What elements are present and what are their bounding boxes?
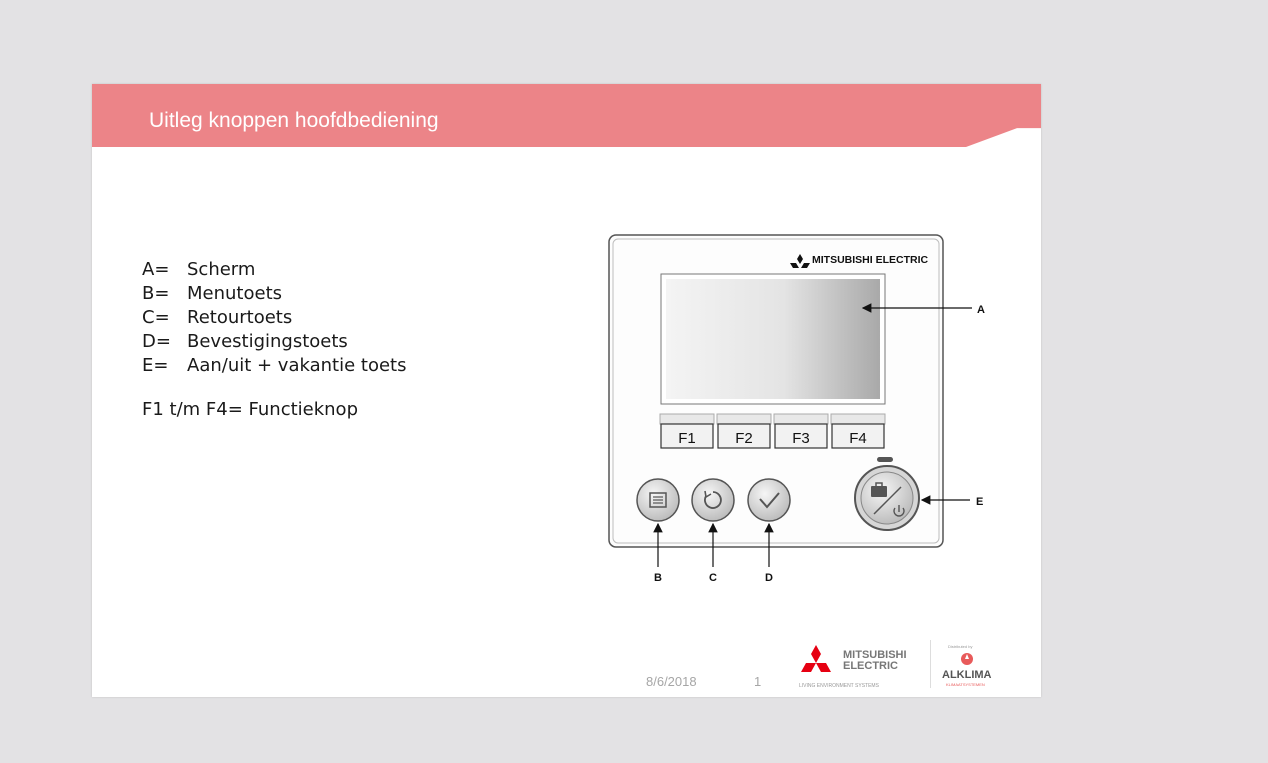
alklima-tagline: KLIMAATSYSTEMEN <box>946 682 985 687</box>
mitsubishi-logo-tagline: LIVING ENVIRONMENT SYSTEMS <box>799 683 880 689</box>
mitsubishi-logo-line1: MITSUBISHI <box>843 649 907 661</box>
function-key-label: F1 <box>678 430 696 447</box>
menu-button[interactable] <box>636 478 680 522</box>
function-key-label: F2 <box>735 430 753 447</box>
legend-key: C= <box>142 307 170 328</box>
callout-screen: A <box>977 304 985 316</box>
mitsubishi-logo-line2: ELECTRIC <box>843 660 898 672</box>
legend-item: D= Bevestigingstoets <box>142 330 406 354</box>
slide: Uitleg knoppen hoofdbediening A= Scherm … <box>92 84 1041 697</box>
legend-item: E= Aan/uit + vakantie toets <box>142 354 406 378</box>
callout-menu: B <box>654 572 662 584</box>
button-legend: A= Scherm B= Menutoets C= Retourtoets D=… <box>142 258 406 422</box>
legend-item: B= Menutoets <box>142 282 406 306</box>
function-key-label: F3 <box>792 430 810 447</box>
callout-power: E <box>976 496 983 508</box>
power-led <box>877 457 893 462</box>
legend-key: D= <box>142 331 171 352</box>
callout-return: C <box>709 572 717 584</box>
suitcase-icon <box>871 482 887 497</box>
footer-date: 8/6/2018 <box>646 674 697 689</box>
legend-text: Menutoets <box>187 283 283 304</box>
legend-key: B= <box>142 283 170 304</box>
legend-key: A= <box>142 259 170 280</box>
alklima-logo: Distributed by ALKLIMA KLIMAATSYSTEMEN <box>942 644 992 687</box>
legend-text: Retourtoets <box>187 307 293 328</box>
function-key-f3[interactable]: F3 <box>773 413 829 449</box>
mitsubishi-electric-logo: MITSUBISHI ELECTRIC LIVING ENVIRONMENT S… <box>799 645 907 689</box>
return-button[interactable] <box>691 478 735 522</box>
function-key-label: F4 <box>849 430 867 447</box>
legend-item: C= Retourtoets <box>142 306 406 330</box>
mitsubishi-diamonds-icon <box>801 645 831 672</box>
alklima-distributed-by: Distributed by <box>948 644 972 649</box>
controller-brand: MITSUBISHI ELECTRIC <box>812 254 929 266</box>
logo-divider <box>930 640 931 688</box>
confirm-button[interactable] <box>747 478 791 522</box>
callout-confirm: D <box>765 572 773 584</box>
return-arrow-icon <box>704 490 722 509</box>
legend-text: Scherm <box>187 259 256 280</box>
alklima-name: ALKLIMA <box>942 669 992 681</box>
function-key-f1[interactable]: F1 <box>659 413 715 449</box>
power-holiday-button[interactable] <box>854 465 920 531</box>
slide-title: Uitleg knoppen hoofdbediening <box>149 109 439 132</box>
power-icon <box>893 505 905 517</box>
alklima-drop-icon <box>961 653 973 665</box>
legend-function-keys: F1 t/m F4= Functieknop <box>142 399 358 420</box>
legend-text: Bevestigingstoets <box>187 331 348 352</box>
checkmark-icon <box>759 492 780 509</box>
legend-text: Aan/uit + vakantie toets <box>187 355 407 376</box>
menu-list-icon <box>649 492 667 508</box>
footer-page-number: 1 <box>754 674 762 689</box>
function-key-f4[interactable]: F4 <box>830 413 886 449</box>
controller-diagram: MITSUBISHI ELECTRIC A F1 F2 F3 F4 <box>608 234 985 584</box>
legend-item: A= Scherm <box>142 258 406 282</box>
legend-key: E= <box>142 355 169 376</box>
function-key-f2[interactable]: F2 <box>716 413 772 449</box>
title-banner <box>92 84 1041 147</box>
mitsubishi-diamonds-icon <box>790 254 810 268</box>
